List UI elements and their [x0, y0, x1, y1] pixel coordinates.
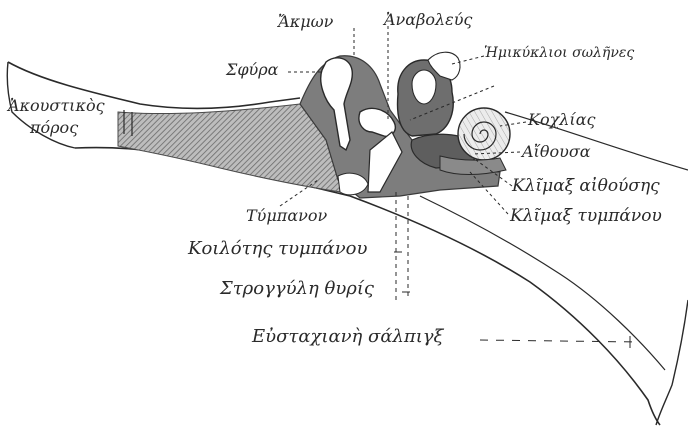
label-eustachiani: Εὐσταχιανὴ σάλπιγξ — [252, 328, 443, 346]
label-kochlias: Κοχλίας — [528, 112, 595, 128]
semicircular-canal-hole-1 — [412, 70, 436, 104]
skull-lower-outline — [350, 196, 660, 425]
label-hmikyklioi: Ἡμικύκλιοι σωλῆνες — [484, 46, 634, 60]
label-sfyra: Σφύρα — [226, 62, 278, 78]
label-akoustikos-line2: πόρος — [30, 120, 78, 136]
label-tympanon: Τύμπανον — [246, 208, 327, 224]
label-akoustikos-line1: Ἀκουστικὸς — [8, 98, 105, 114]
label-akmon: Ἄκμων — [278, 14, 333, 30]
label-strongyli: Στρογγύλη θυρίς — [220, 280, 374, 298]
label-aithousa: Αἴθουσα — [522, 144, 591, 160]
label-klimax-tympanou: Κλῖμαξ τυμπάνου — [510, 208, 662, 225]
label-klimax-aithousis: Κλῖμαξ αἰθούσης — [512, 178, 660, 195]
label-koilotis: Κοιλότης τυμπάνου — [188, 240, 367, 258]
cochlea-spiral — [458, 108, 510, 160]
skull-right-edge — [656, 300, 688, 425]
label-anavoleus: Ἀναβολεύς — [384, 12, 472, 28]
